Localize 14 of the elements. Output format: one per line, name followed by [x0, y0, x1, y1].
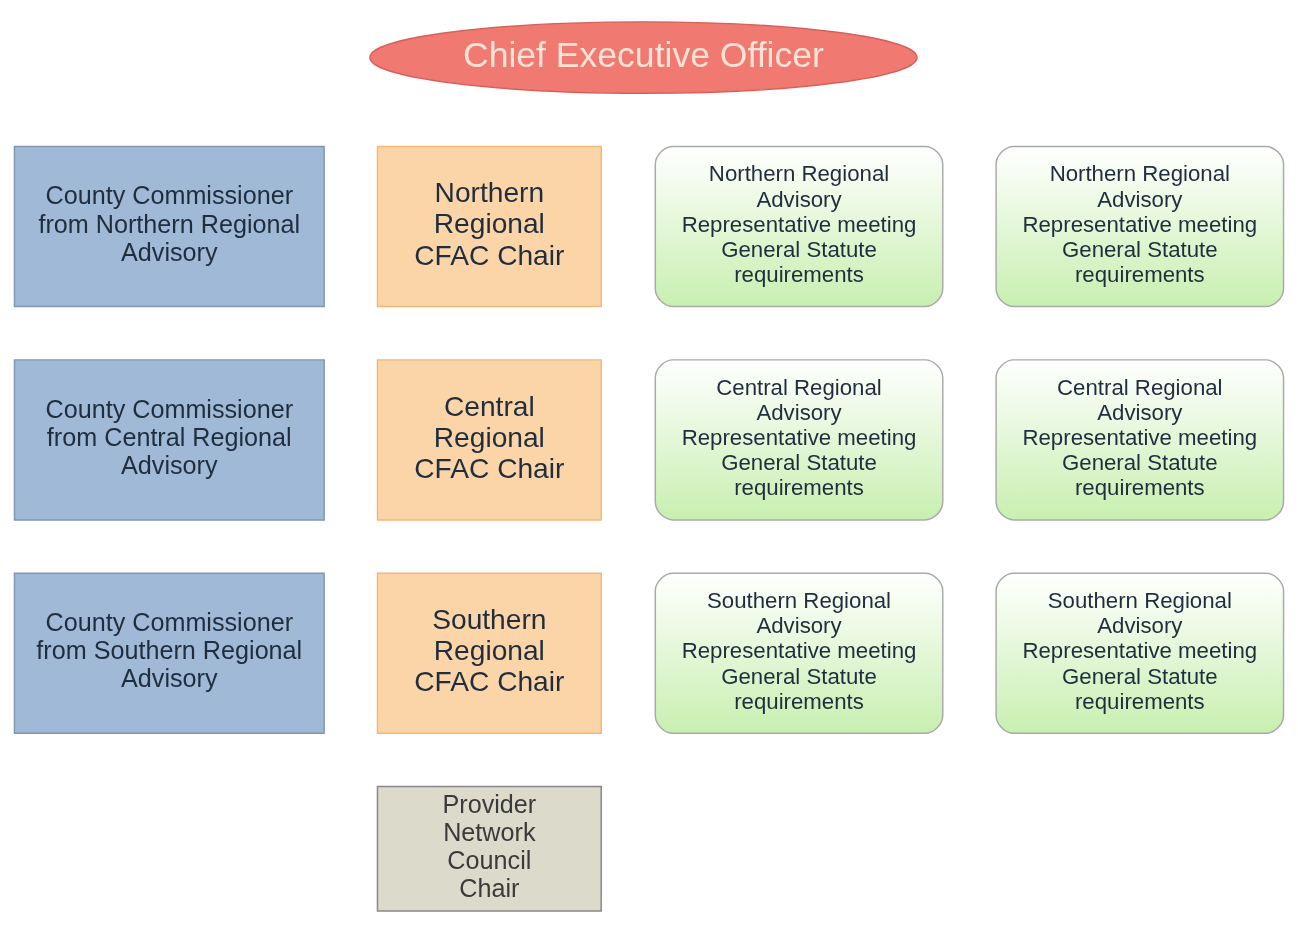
node-box: Central Regional CFAC Chair [376, 359, 602, 521]
node-box: Southern Regional CFAC Chair [376, 572, 602, 734]
node-box: County Commissioner from Southern Regional Advisory [13, 572, 325, 734]
node-box: Northern Regional CFAC Chair [376, 145, 602, 308]
node-box: County Commissioner from Northern Regional Advisory [13, 145, 325, 308]
node-box: Central Regional Advisory Representative meeting General Statute requirements [654, 359, 944, 521]
node-box: Provider Network Council Chair [376, 785, 602, 912]
node-box: Southern Regional Advisory Representative meeting General Statute requirements [995, 572, 1285, 734]
node-box: Northern Regional Advisory Representative meeting General Statute requirements [995, 145, 1285, 308]
node-box: Northern Regional Advisory Representative meeting General Statute requirements [654, 145, 944, 308]
node-box: Southern Regional Advisory Representative meeting General Statute requirements [654, 572, 944, 734]
node-box: Central Regional Advisory Representative meeting General Statute requirements [995, 359, 1285, 521]
node-box: County Commissioner from Central Regional Advisory [13, 359, 325, 521]
node-ellipse: Chief Executive Officer [369, 21, 918, 94]
